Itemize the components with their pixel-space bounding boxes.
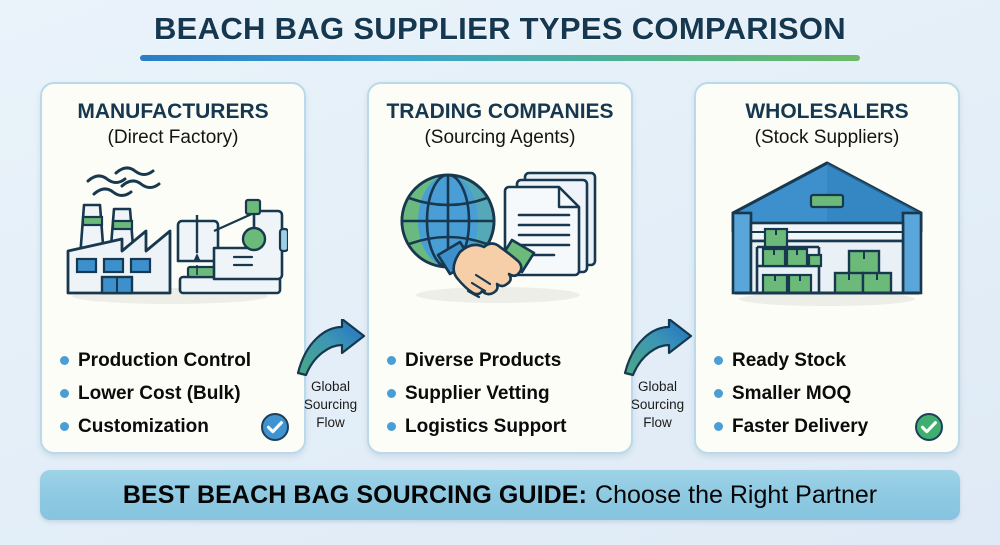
curved-arrow-right-icon <box>296 319 365 377</box>
factory-sewing-machine-icon <box>42 153 304 313</box>
card-header-manufacturers: MANUFACTURERS (Direct Factory) <box>42 84 304 149</box>
bullet-list: Ready Stock Smaller MOQ Faster Delivery <box>714 348 946 438</box>
bullet-label: Logistics Support <box>405 415 567 437</box>
bullet-label: Lower Cost (Bulk) <box>78 382 241 404</box>
list-item: Lower Cost (Bulk) <box>60 381 292 405</box>
card-title: WHOLESALERS <box>745 100 909 123</box>
connector-flow-1: Global Sourcing Flow <box>293 164 368 430</box>
bullet-dot-icon <box>387 355 396 365</box>
list-item: Ready Stock <box>714 348 946 372</box>
card-subtitle: (Stock Suppliers) <box>754 127 900 149</box>
bullet-label: Customization <box>78 415 209 437</box>
card-subtitle: (Sourcing Agents) <box>424 127 576 149</box>
list-item: Supplier Vetting <box>387 381 619 405</box>
cards-row: MANUFACTURERS (Direct Factory) <box>0 82 1000 457</box>
bullet-label: Smaller MOQ <box>732 382 852 404</box>
bullet-label: Production Control <box>78 349 252 371</box>
list-item: Faster Delivery <box>714 414 946 438</box>
curved-arrow-right-icon <box>623 319 692 377</box>
list-item: Diverse Products <box>387 348 619 372</box>
bullet-dot-icon <box>714 355 723 365</box>
list-item: Logistics Support <box>387 414 619 438</box>
card-header-trading-companies: TRADING COMPANIES (Sourcing Agents) <box>369 84 631 149</box>
list-item: Production Control <box>60 348 292 372</box>
bullet-list: Diverse Products Supplier Vetting Logist… <box>387 348 619 438</box>
check-circle-icon <box>914 412 944 442</box>
bottom-banner: BEST BEACH BAG SOURCING GUIDE: Choose th… <box>40 470 960 520</box>
title-underline-rule <box>140 55 860 62</box>
card-manufacturers[interactable]: MANUFACTURERS (Direct Factory) <box>40 82 306 454</box>
bullet-dot-icon <box>60 355 69 365</box>
card-wholesalers[interactable]: WHOLESALERS (Stock Suppliers) <box>694 82 960 454</box>
bullet-dot-icon <box>387 421 396 431</box>
flow-label-line-1: Global <box>310 379 351 394</box>
bullet-label: Diverse Products <box>405 349 562 371</box>
card-title: MANUFACTURERS <box>77 100 269 123</box>
flow-label-line-3: Flow <box>643 414 672 430</box>
card-title: TRADING COMPANIES <box>386 100 614 123</box>
check-circle-icon <box>260 412 290 442</box>
bullet-dot-icon <box>387 388 396 398</box>
bullet-dot-icon <box>60 421 69 431</box>
bullet-list: Production Control Lower Cost (Bulk) Cus… <box>60 348 292 438</box>
bullet-dot-icon <box>714 388 723 398</box>
banner-headline: BEST BEACH BAG SOURCING GUIDE: <box>122 480 588 509</box>
globe-handshake-documents-icon <box>369 153 631 313</box>
flow-label-line-2: Sourcing <box>630 396 685 412</box>
list-item: Customization <box>60 414 292 438</box>
bullet-label: Faster Delivery <box>732 415 869 437</box>
flow-label-line-1: Global <box>637 379 678 394</box>
flow-label-line-3: Flow <box>316 414 345 430</box>
warehouse-boxes-icon <box>696 153 958 313</box>
bullet-label: Supplier Vetting <box>405 382 550 404</box>
card-header-wholesalers: WHOLESALERS (Stock Suppliers) <box>696 84 958 149</box>
page-title: BEACH BAG SUPPLIER TYPES COMPARISON <box>153 11 846 46</box>
card-subtitle: (Direct Factory) <box>107 127 239 149</box>
header: BEACH BAG SUPPLIER TYPES COMPARISON <box>0 11 1000 62</box>
bullet-label: Ready Stock <box>732 349 847 371</box>
banner-subline: Choose the Right Partner <box>595 480 878 509</box>
bullet-dot-icon <box>60 388 69 398</box>
flow-label-line-2: Sourcing <box>303 396 358 412</box>
card-trading-companies[interactable]: TRADING COMPANIES (Sourcing Agents) <box>367 82 633 454</box>
list-item: Smaller MOQ <box>714 381 946 405</box>
bullet-dot-icon <box>714 421 723 431</box>
connector-flow-2: Global Sourcing Flow <box>620 164 695 430</box>
